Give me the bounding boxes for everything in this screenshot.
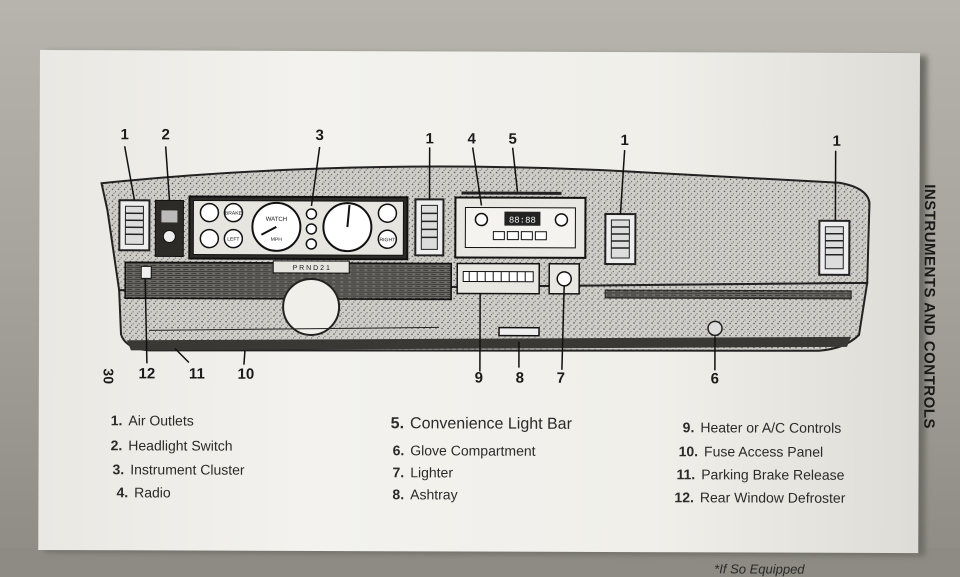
gauge-watch-label: WATCH (266, 217, 287, 223)
legend-number: 2. (111, 437, 123, 453)
side-title: INSTRUMENTS AND CONTROLS (919, 178, 940, 438)
rear-defroster-switch (141, 266, 151, 278)
legend-label: Radio (134, 484, 171, 500)
footnote: *If So Equipped (714, 561, 804, 576)
legend-number: 12. (674, 489, 694, 505)
legend-label: Air Outlets (128, 412, 193, 428)
legend-number: 4. (116, 484, 128, 500)
legend-number: 8. (392, 486, 404, 502)
legend-label: Instrument Cluster (130, 461, 244, 477)
gauge-mph-label: MPH (271, 237, 283, 243)
callout-12-defroster: 12 (138, 365, 155, 382)
legend-label: Ashtray (410, 486, 458, 502)
legend-item-12: 12. Rear Window Defroster (674, 489, 845, 506)
radio: 88:88 (455, 197, 585, 257)
callout-1-center-outlet: 1 (425, 130, 433, 147)
legend-label: Parking Brake Release (701, 466, 844, 482)
legend-item-3: 3. Instrument Cluster (113, 461, 245, 477)
legend-item-2: 2. Headlight Switch (111, 437, 233, 453)
legend-item-4: 4. Radio (116, 484, 170, 500)
callout-1-right-outlet: 1 (620, 132, 628, 149)
legend-item-10: 10. Fuse Access Panel (679, 443, 824, 460)
heater-controls (457, 263, 539, 293)
callout-6-glove-compartment: 6 (711, 370, 719, 387)
air-outlet-center (415, 199, 443, 255)
legend-item-9: 9. Heater or A/C Controls (683, 419, 842, 436)
side-title-text: INSTRUMENTS AND CONTROLS (920, 177, 938, 437)
instrument-cluster: WATCH BRAKE MPH LEFT RIGHT (189, 197, 407, 260)
callout-10-fuse-panel: 10 (237, 366, 254, 383)
callout-1-left-outlet: 1 (121, 126, 129, 143)
legend-item-8: 8. Ashtray (392, 486, 457, 502)
legend-item-5: 5. Convenience Light Bar (391, 415, 572, 434)
page-number: 30 (101, 368, 117, 384)
manual-page: WATCH BRAKE MPH LEFT RIGHT 88:88 (38, 50, 920, 553)
callout-9-heater-controls: 9 (475, 370, 483, 387)
convenience-light-bar (461, 191, 561, 194)
lighter (557, 272, 571, 286)
legend-number: 10. (679, 443, 699, 459)
ashtray (499, 328, 539, 336)
callout-3-instrument-cluster: 3 (316, 127, 324, 144)
legend-item-7: 7. Lighter (393, 464, 454, 480)
callout-2-headlight-switch: 2 (162, 126, 170, 143)
legend-number: 9. (683, 419, 695, 435)
legend-label: Lighter (410, 464, 453, 480)
legend-label: Fuse Access Panel (704, 443, 823, 459)
legend-item-11: 11. Parking Brake Release (676, 466, 844, 483)
steering-column (283, 279, 339, 335)
legend-label: Heater or A/C Controls (700, 419, 841, 435)
leader-10 (244, 351, 245, 365)
legend-label: Rear Window Defroster (700, 489, 846, 506)
gauge-left-label: LEFT (227, 237, 239, 243)
legend-number: 11. (676, 466, 695, 482)
glove-box-trim (605, 290, 851, 299)
gear-indicator-text: P R N D 2 1 (293, 265, 330, 272)
callout-5-light-bar: 5 (508, 131, 516, 148)
legend-label: Headlight Switch (128, 437, 232, 453)
legend-label: Glove Compartment (410, 442, 535, 458)
air-outlet-far-right (819, 221, 849, 275)
legend-number: 1. (111, 412, 123, 428)
legend-number: 6. (393, 442, 405, 458)
gauge-brake-label: BRAKE (225, 211, 243, 217)
legend-number: 7. (393, 464, 405, 480)
callout-4-radio: 4 (467, 130, 475, 147)
legend-item-1: 1. Air Outlets (111, 412, 194, 428)
legend-item-6: 6. Glove Compartment (393, 442, 536, 458)
dashboard-diagram: WATCH BRAKE MPH LEFT RIGHT 88:88 (39, 50, 920, 393)
headlight-switch (155, 200, 183, 256)
callout-11-parking-brake: 11 (189, 366, 205, 383)
glove-compartment-lock (708, 321, 722, 335)
callout-8-ashtray: 8 (516, 370, 524, 387)
callout-7-lighter: 7 (557, 370, 565, 387)
legend-number: 3. (113, 461, 125, 477)
air-outlet-left (119, 200, 149, 250)
gauge-right-label: RIGHT (380, 237, 396, 243)
callout-1-far-right-outlet: 1 (832, 133, 840, 150)
legend-label: Convenience Light Bar (410, 415, 572, 433)
radio-display: 88:88 (509, 216, 536, 226)
legend-number: 5. (391, 415, 404, 432)
air-outlet-right-center (605, 214, 635, 264)
